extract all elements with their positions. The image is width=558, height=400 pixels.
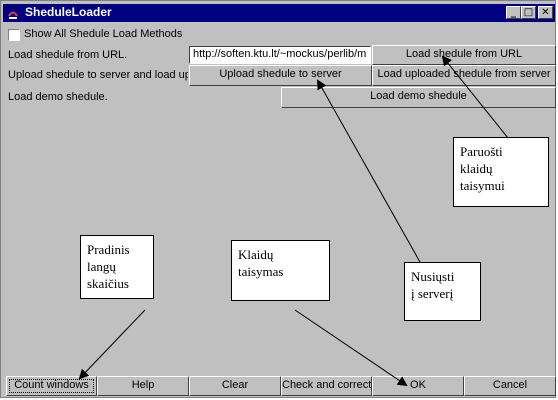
demo-row-label: Load demo shedule. xyxy=(8,91,108,103)
count-windows-button[interactable]: Count windows xyxy=(6,376,97,396)
show-all-checkbox[interactable] xyxy=(8,29,20,41)
close-button[interactable]: ✕ xyxy=(538,6,553,19)
url-input[interactable]: http://soften.ktu.lt/~mockus/perlib/m xyxy=(189,46,371,64)
minimize-button[interactable]: _ xyxy=(506,6,521,19)
url-row-label: Load shedule from URL. xyxy=(8,49,128,61)
callout-nusiusti: Nusiųsti į serverį xyxy=(404,262,481,321)
help-button[interactable]: Help xyxy=(97,376,189,396)
show-all-label: Show All Shedule Load Methods xyxy=(24,28,183,40)
upload-to-server-button[interactable]: Upload shedule to server xyxy=(189,65,372,86)
window-title: SheduleLoader xyxy=(25,5,112,19)
callout-klaidu: Klaidų taisymas xyxy=(231,240,330,301)
load-uploaded-button[interactable]: Load uploaded shedule from server xyxy=(372,65,556,86)
clear-button[interactable]: Clear xyxy=(189,376,281,396)
load-demo-button[interactable]: Load demo shedule xyxy=(281,87,556,108)
maximize-button[interactable]: □ xyxy=(521,6,536,19)
load-from-url-button[interactable]: Load shedule from URL xyxy=(372,45,556,65)
ok-button[interactable]: OK xyxy=(372,376,464,396)
check-and-correct-button[interactable]: Check and correct xyxy=(281,376,372,396)
callout-paruosti: Paruošti klaidų taisymui xyxy=(453,137,549,207)
title-bar[interactable]: SheduleLoader _ □ ✕ xyxy=(3,4,555,22)
cancel-button[interactable]: Cancel xyxy=(464,376,556,396)
callout-pradinis: Pradinis langų skaičius xyxy=(80,235,154,299)
upload-row-label: Upload shedule to server and load uplo xyxy=(8,69,188,81)
java-app-icon xyxy=(6,6,20,21)
